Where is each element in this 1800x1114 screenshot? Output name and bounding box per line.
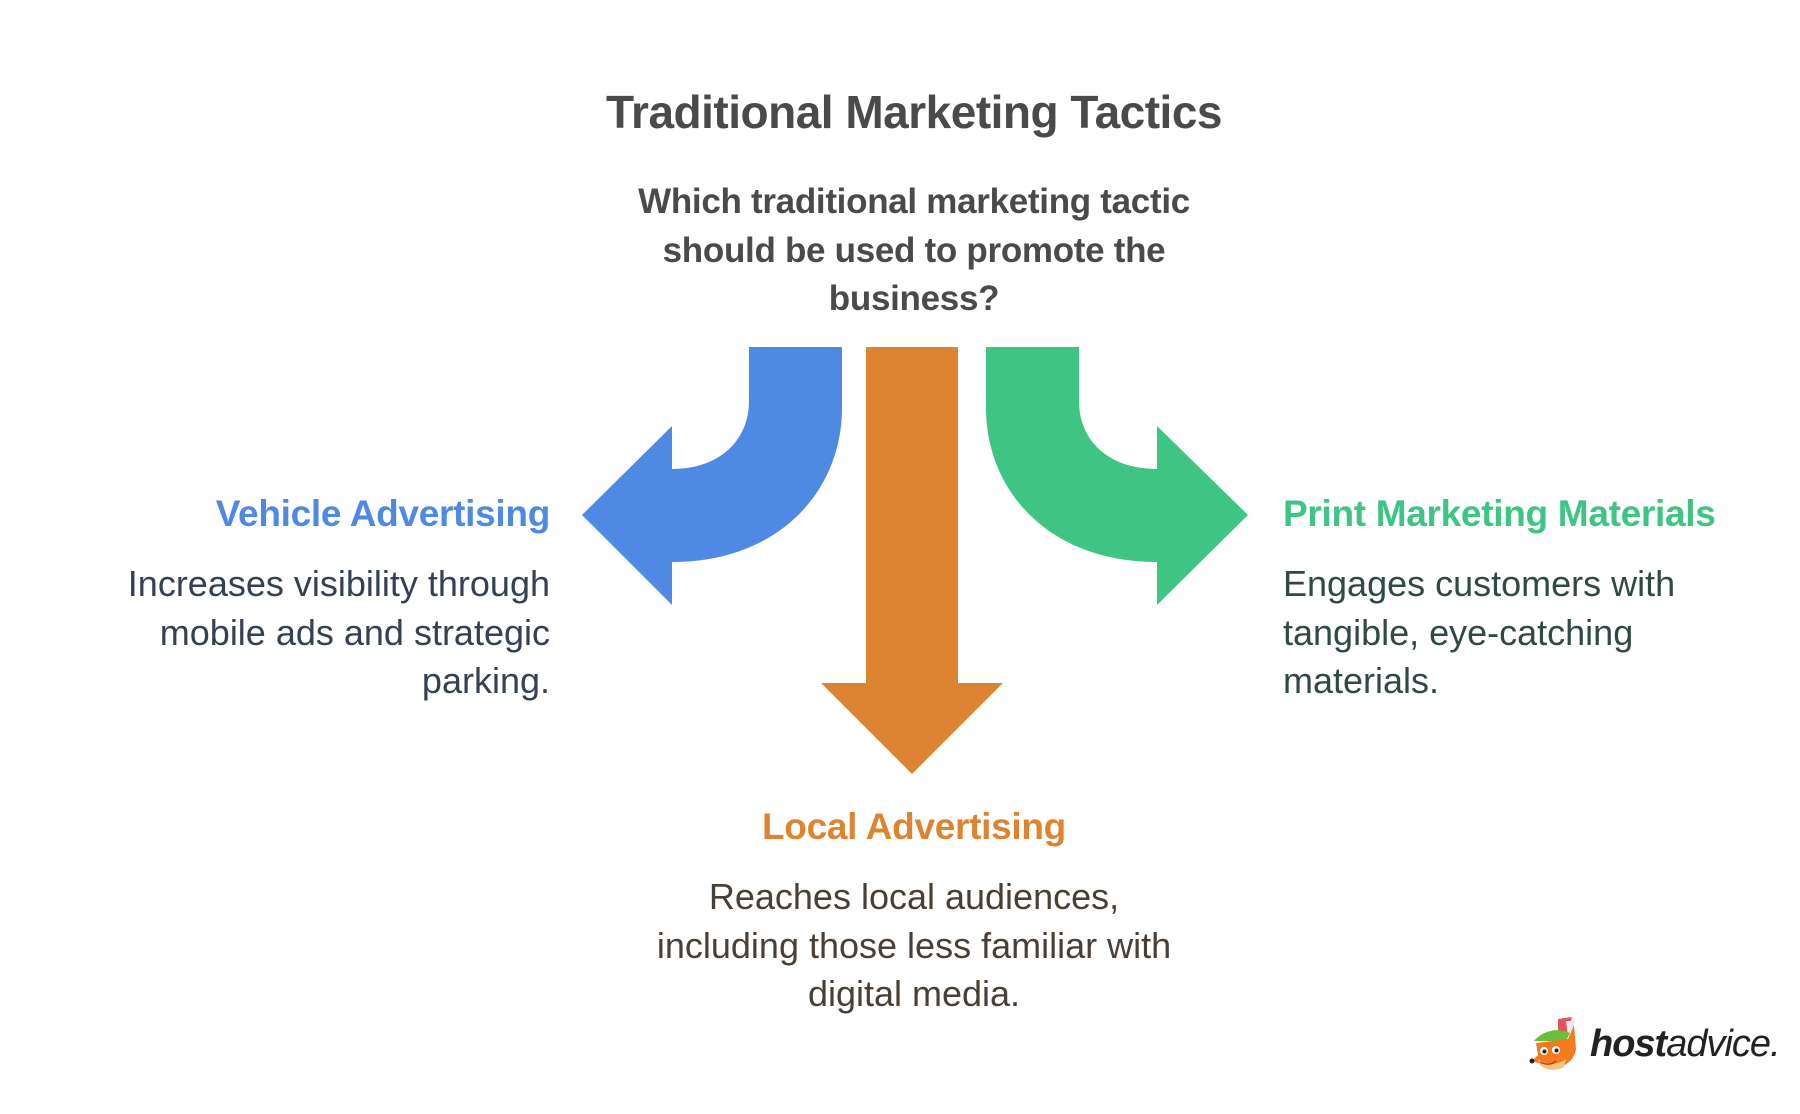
diagram-title: Traditional Marketing Tactics <box>605 86 1223 138</box>
central-question: Which traditional marketing tactic shoul… <box>638 182 1190 318</box>
option-print-marketing-materials: Print Marketing Materials Engages custom… <box>1283 490 1783 706</box>
hostadvice-logo: hostadvice. <box>1528 1014 1788 1074</box>
logo-wordmark: hostadvice. <box>1590 1022 1781 1066</box>
option-description: Reaches local audiences, including those… <box>656 876 1172 1014</box>
option-heading: Vehicle Advertising <box>215 493 551 534</box>
option-description: Engages customers with tangible, eye-cat… <box>1283 563 1676 701</box>
option-local-advertising: Local Advertising Reaches local audience… <box>644 803 1184 1019</box>
curved-arrow-right-icon <box>986 347 1248 605</box>
curved-arrow-left-icon <box>582 347 842 605</box>
option-heading: Print Marketing Materials <box>1283 493 1716 534</box>
fox-mascot-icon <box>1529 1017 1576 1070</box>
arrow-down-icon <box>821 347 1003 774</box>
option-vehicle-advertising: Vehicle Advertising Increases visibility… <box>40 490 551 706</box>
logo-wordmark-bold: host <box>1590 1022 1667 1065</box>
logo-wordmark-regular: advice. <box>1666 1022 1780 1065</box>
option-heading: Local Advertising <box>762 806 1066 847</box>
option-description: Increases visibility through mobile ads … <box>127 563 550 701</box>
